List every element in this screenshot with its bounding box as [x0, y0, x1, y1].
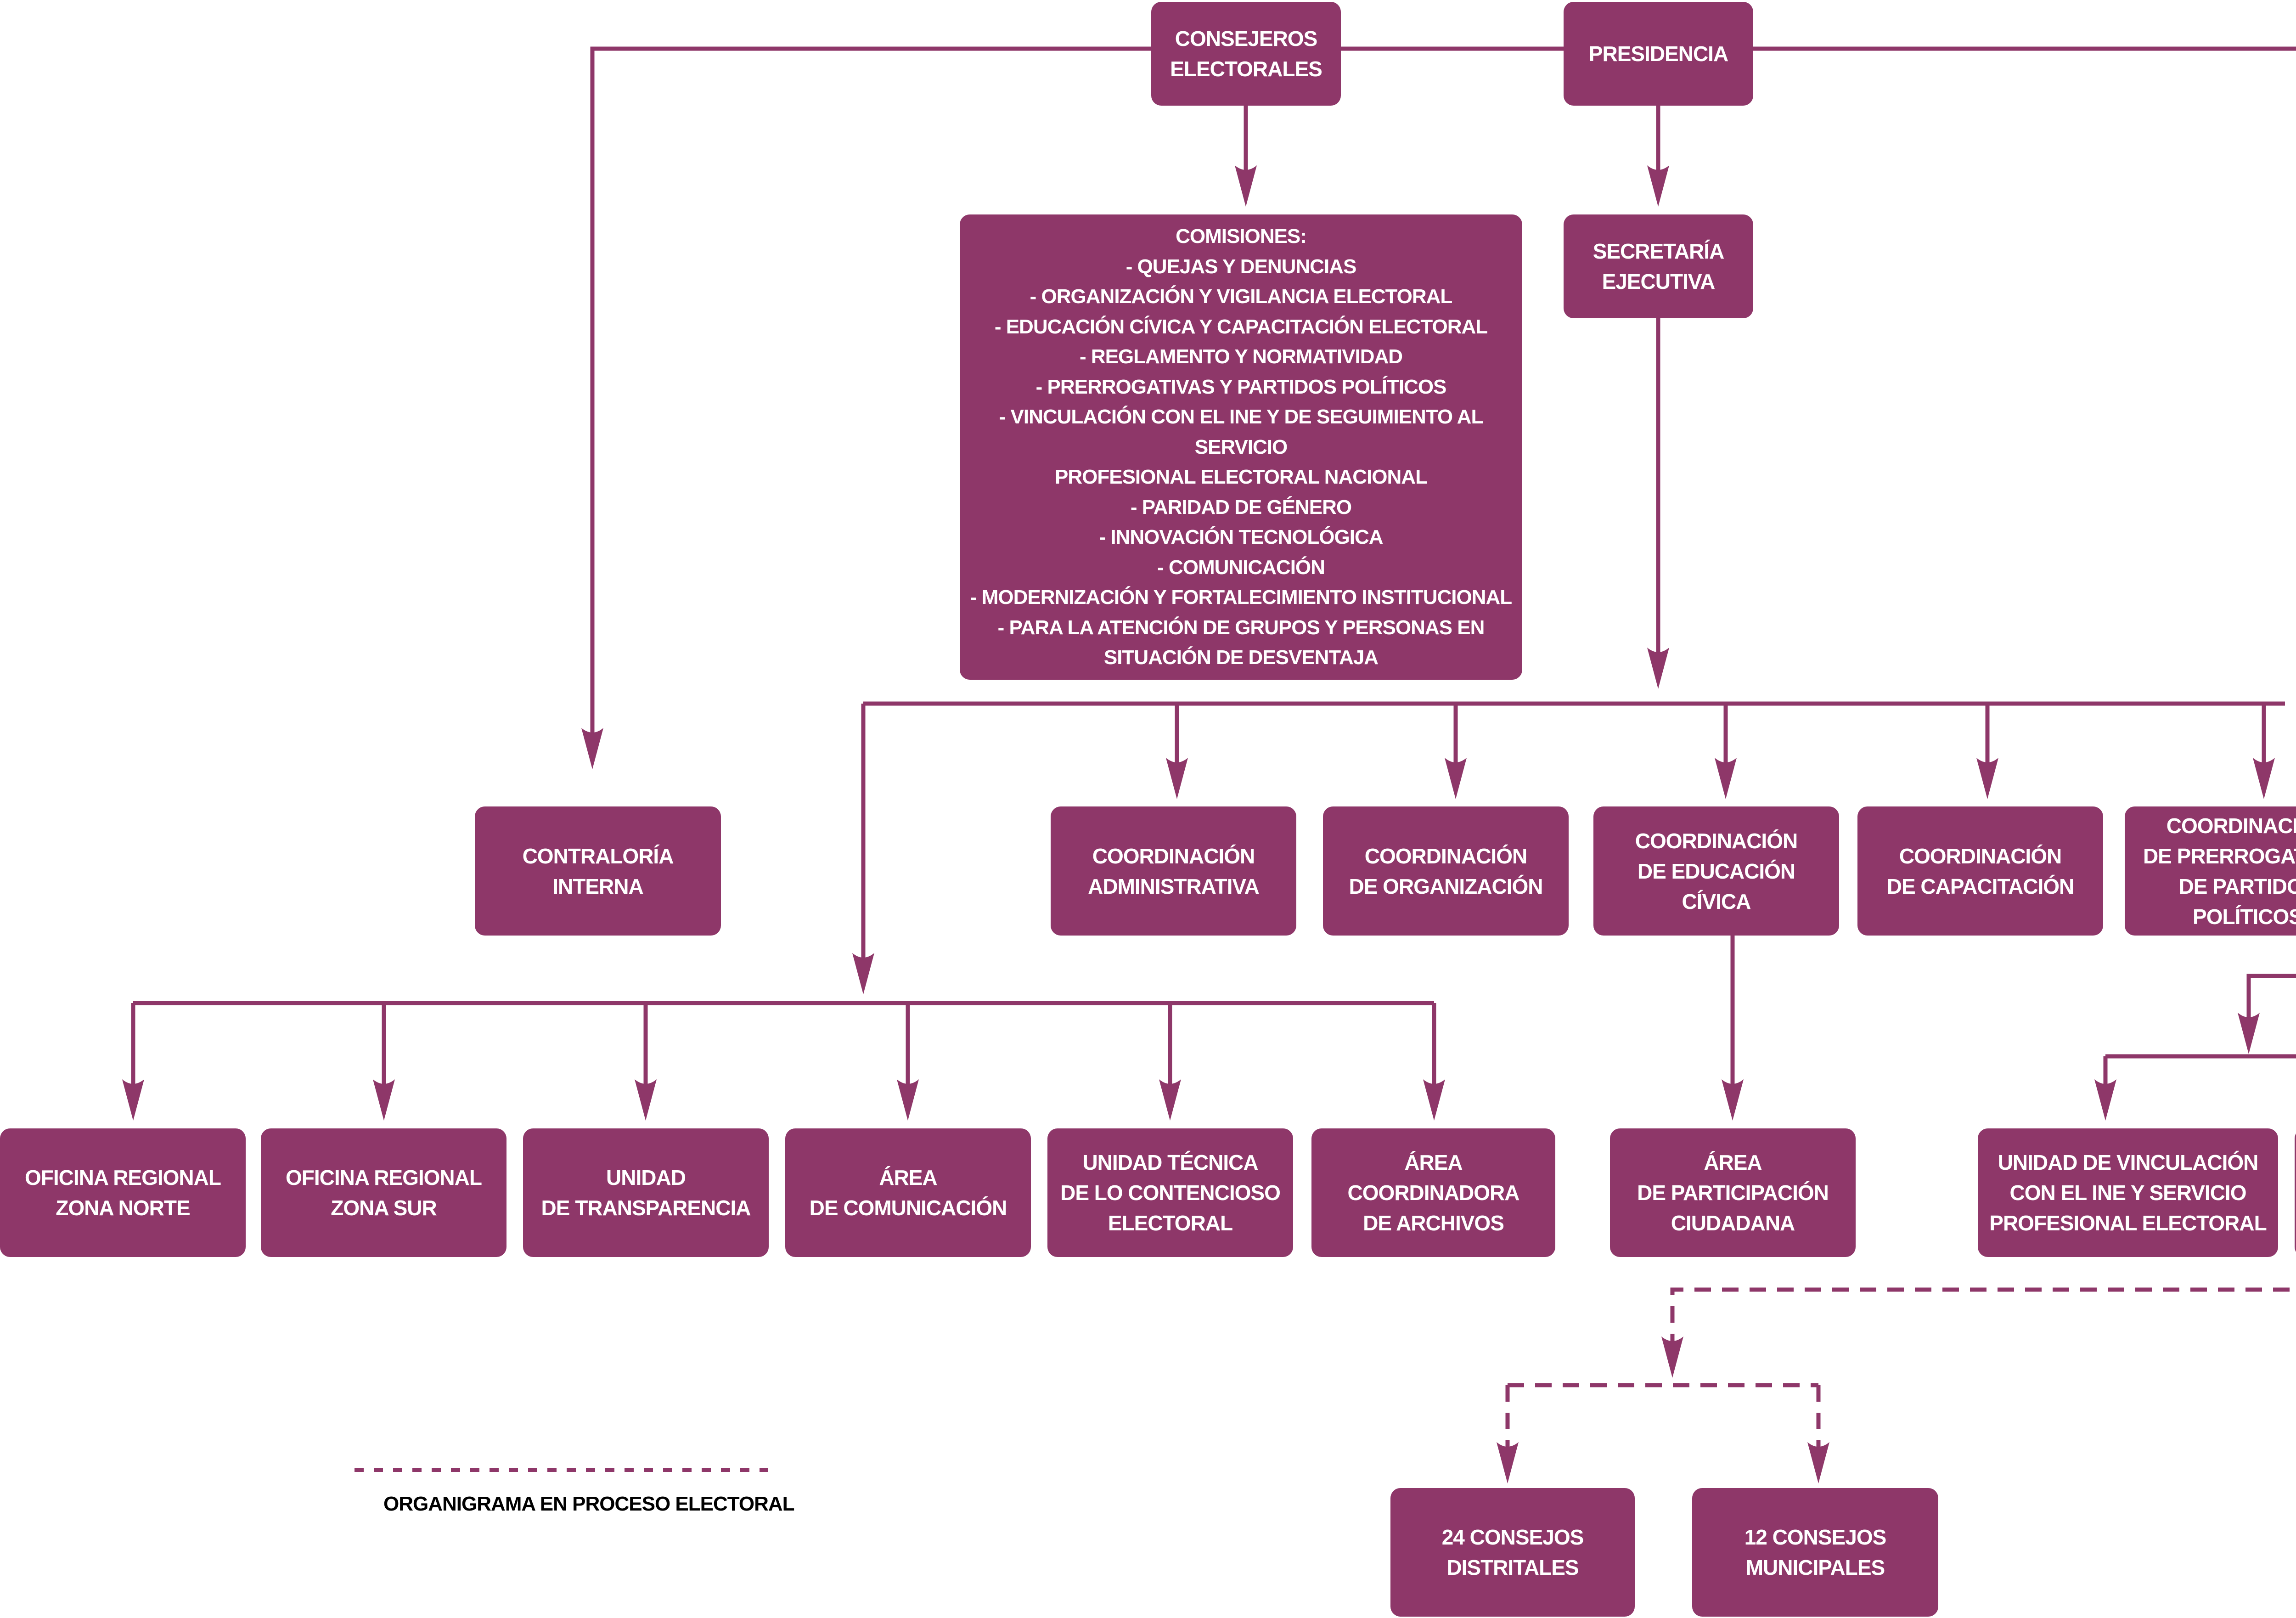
secretaria-ejecutiva-label: SECRETARÍA EJECUTIVA — [1593, 239, 1725, 293]
unidad-transparencia-label: UNIDAD DE TRANSPARENCIA — [541, 1166, 751, 1220]
arrowhead-icon — [852, 953, 874, 994]
arrowhead-icon — [1423, 1079, 1445, 1121]
unidad-tecnica-contencioso-label: UNIDAD TÉCNICA DE LO CONTENCIOSO ELECTOR… — [1060, 1150, 1281, 1235]
contraloria-interna-box: CONTRALORÍA INTERNA — [475, 806, 721, 936]
arrowhead-icon — [1497, 1442, 1519, 1483]
contraloria-interna-label: CONTRALORÍA INTERNA — [522, 844, 674, 898]
coordinacion-capacitacion-box: COORDINACIÓN DE CAPACITACIÓN — [1857, 806, 2103, 936]
arrowhead-icon — [1647, 648, 1669, 689]
arrowhead-icon — [1647, 165, 1669, 207]
area-presidencia-box: ÁREA DE PRESIDENCIA — [2295, 1128, 2296, 1257]
arrowhead-icon — [2253, 758, 2275, 799]
arrowhead-icon — [1722, 1079, 1744, 1121]
arrowhead-icon — [1159, 1079, 1181, 1121]
consejos-distritales-box: 24 CONSEJOS DISTRITALES — [1390, 1488, 1635, 1617]
coordinacion-educacion-civica-box: COORDINACIÓN DE EDUCACIÓN CÍVICA — [1593, 806, 1839, 936]
comisiones-list: COMISIONES: - QUEJAS Y DENUNCIAS - ORGAN… — [970, 225, 1512, 669]
area-comunicacion-label: ÁREA DE COMUNICACIÓN — [809, 1166, 1007, 1220]
comisiones-box: COMISIONES: - QUEJAS Y DENUNCIAS - ORGAN… — [960, 214, 1522, 680]
arrowhead-icon — [122, 1079, 144, 1121]
secretaria-ejecutiva-box: SECRETARÍA EJECUTIVA — [1564, 214, 1753, 318]
presidencia-to-right-units — [1753, 46, 2296, 1029]
presidencia-box: PRESIDENCIA — [1564, 2, 1753, 106]
unidad-vinculacion-ine-box: UNIDAD DE VINCULACIÓN CON EL INE Y SERVI… — [1978, 1128, 2278, 1257]
arrowhead-icon — [1661, 1336, 1683, 1378]
consejos-distritales-label: 24 CONSEJOS DISTRITALES — [1441, 1525, 1584, 1579]
coordinacion-prerrogativas-box: COORDINACIÓN DE PRERROGATIVAS DE PARTIDO… — [2125, 806, 2296, 936]
arrowhead-icon — [2094, 1079, 2116, 1121]
coordinacion-administrativa-label: COORDINACIÓN ADMINISTRATIVA — [1088, 844, 1260, 898]
area-coordinadora-archivos-box: ÁREA COORDINADORA DE ARCHIVOS — [1311, 1128, 1555, 1257]
area-participacion-ciudadana-label: ÁREA DE PARTICIPACIÓN CIUDADANA — [1637, 1150, 1829, 1235]
oficina-regional-sur-label: OFICINA REGIONAL ZONA SUR — [286, 1166, 482, 1220]
coordinacion-organizacion-box: COORDINACIÓN DE ORGANIZACIÓN — [1323, 806, 1569, 936]
arrowhead-icon — [1166, 758, 1188, 799]
consejeros-to-contraloria — [590, 46, 1151, 753]
presidencia-label: PRESIDENCIA — [1588, 42, 1728, 66]
arrowhead-icon — [1235, 165, 1257, 207]
arrowhead-icon — [2238, 1013, 2260, 1054]
coordinacion-administrativa-box: COORDINACIÓN ADMINISTRATIVA — [1051, 806, 1296, 936]
unidad-transparencia-box: UNIDAD DE TRANSPARENCIA — [523, 1128, 769, 1257]
arrowhead-icon — [1976, 758, 1998, 799]
legend-label: ORGANIGRAMA EN PROCESO ELECTORAL — [383, 1493, 794, 1515]
arrowhead-icon — [635, 1079, 657, 1121]
area-coordinadora-archivos-label: ÁREA COORDINADORA DE ARCHIVOS — [1347, 1150, 1520, 1235]
coordinacion-organizacion-label: COORDINACIÓN DE ORGANIZACIÓN — [1349, 844, 1543, 898]
consejeros-electorales-box: CONSEJEROS ELECTORALES — [1151, 2, 1341, 106]
arrowhead-icon — [581, 728, 603, 769]
coordinacion-prerrogativas-label: COORDINACIÓN DE PRERROGATIVAS DE PARTIDO… — [2143, 813, 2296, 929]
coordinacion-capacitacion-label: COORDINACIÓN DE CAPACITACIÓN — [1886, 844, 2075, 898]
area-participacion-ciudadana-box: ÁREA DE PARTICIPACIÓN CIUDADANA — [1610, 1128, 1856, 1257]
unidad-vinculacion-ine-label: UNIDAD DE VINCULACIÓN CON EL INE Y SERVI… — [1989, 1150, 2267, 1235]
arrowhead-icon — [1445, 758, 1467, 799]
oficina-regional-norte-label: OFICINA REGIONAL ZONA NORTE — [25, 1166, 221, 1220]
unidad-tecnica-contencioso-box: UNIDAD TÉCNICA DE LO CONTENCIOSO ELECTOR… — [1047, 1128, 1293, 1257]
consejos-municipales-box: 12 CONSEJOS MUNICIPALES — [1692, 1488, 1938, 1617]
arrowhead-icon — [1807, 1442, 1829, 1483]
electoral-dashed-branch — [1670, 701, 2296, 1357]
oficina-regional-sur-box: OFICINA REGIONAL ZONA SUR — [261, 1128, 506, 1257]
consejos-municipales-label: 12 CONSEJOS MUNICIPALES — [1744, 1525, 1887, 1579]
arrowhead-icon — [1715, 758, 1737, 799]
legend-dashed-line — [355, 1468, 768, 1472]
oficina-regional-norte-box: OFICINA REGIONAL ZONA NORTE — [0, 1128, 246, 1257]
consejeros-electorales-label: CONSEJEROS ELECTORALES — [1170, 27, 1322, 81]
arrowhead-icon — [373, 1079, 395, 1121]
coordinacion-educacion-civica-label: COORDINACIÓN DE EDUCACIÓN CÍVICA — [1635, 829, 1798, 913]
arrowhead-icon — [897, 1079, 919, 1121]
area-comunicacion-box: ÁREA DE COMUNICACIÓN — [785, 1128, 1031, 1257]
